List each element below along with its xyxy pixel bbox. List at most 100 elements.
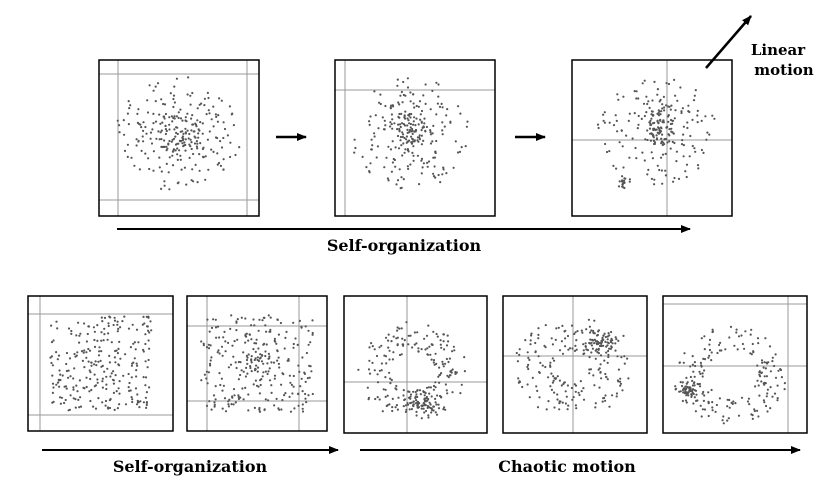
- particle-dot: [417, 350, 420, 353]
- particle-dot: [692, 370, 695, 373]
- particle-dot: [86, 332, 89, 336]
- particle-dot: [223, 397, 227, 400]
- particle-dot: [376, 145, 379, 148]
- particle-dot: [622, 334, 625, 337]
- particle-dot: [644, 138, 647, 141]
- particle-dot: [101, 386, 104, 389]
- particle-dot: [149, 137, 152, 140]
- particle-dot: [550, 337, 553, 340]
- linear-motion-arrow: [705, 15, 752, 69]
- particle-dot: [604, 340, 607, 343]
- particle-dot: [400, 144, 403, 147]
- particle-dot: [607, 353, 610, 356]
- particle-dot: [614, 336, 617, 339]
- particle-dot: [222, 384, 225, 387]
- particle-dot: [396, 84, 399, 87]
- particle-dot: [110, 341, 113, 344]
- particle-dot: [173, 85, 176, 88]
- particle-dot: [434, 397, 437, 400]
- particle-dot: [431, 89, 434, 92]
- particle-dot: [229, 327, 232, 330]
- particle-dot: [428, 345, 431, 348]
- particle-dot: [601, 336, 604, 339]
- particle-dot: [273, 374, 277, 377]
- particle-dot: [412, 102, 415, 105]
- particle-dot: [142, 315, 145, 318]
- particle-dot: [183, 144, 186, 147]
- particle-dot: [588, 372, 591, 375]
- particle-dot: [65, 351, 69, 355]
- particle-dot: [605, 351, 608, 354]
- particle-dot: [395, 404, 398, 407]
- particle-dot: [615, 395, 618, 398]
- particle-dot: [649, 139, 653, 142]
- particle-dot: [409, 116, 412, 119]
- particle-dot: [608, 150, 611, 153]
- particle-dot: [582, 349, 585, 352]
- particle-dot: [389, 107, 392, 110]
- particle-dot: [384, 336, 388, 339]
- particle-dot: [685, 394, 688, 397]
- particle-dot: [683, 352, 686, 355]
- particle-dot: [662, 95, 666, 98]
- particle-dot: [369, 162, 372, 165]
- particle-dot: [432, 361, 435, 364]
- particle-dot: [85, 351, 88, 354]
- particle-dot: [253, 342, 256, 345]
- particle-dot: [208, 130, 211, 133]
- particle-dot: [701, 392, 704, 395]
- particle-dot: [414, 128, 418, 132]
- particle-dot: [373, 369, 376, 372]
- particle-dot: [429, 386, 432, 389]
- particle-dot: [212, 105, 215, 108]
- particle-dot: [659, 119, 662, 122]
- particle-dot: [267, 352, 270, 355]
- particle-dot: [565, 395, 568, 398]
- particle-dot: [78, 406, 81, 409]
- particle-dot: [380, 362, 383, 365]
- particle-dot: [702, 399, 706, 402]
- particle-dot: [751, 414, 754, 417]
- particle-dot: [757, 415, 760, 418]
- particle-dot: [250, 338, 253, 341]
- particle-dot: [429, 129, 432, 132]
- particle-dot: [397, 147, 401, 150]
- particle-dot: [656, 112, 659, 115]
- particle-dot: [621, 389, 624, 392]
- particle-dot: [689, 365, 692, 368]
- particle-dot: [130, 156, 133, 159]
- particle-dot: [219, 383, 222, 387]
- particle-dot: [740, 396, 744, 399]
- particle-dot: [80, 350, 84, 353]
- particle-dot: [420, 159, 423, 162]
- particle-dot: [181, 119, 184, 122]
- particle-dot: [628, 178, 632, 181]
- particle-dot: [682, 361, 685, 364]
- particle-dot: [774, 376, 778, 379]
- particle-dot: [394, 406, 397, 409]
- particle-dot: [429, 131, 432, 134]
- particle-dot: [219, 140, 222, 143]
- particle-dot: [716, 351, 719, 355]
- particle-dot: [156, 82, 160, 85]
- particle-dot: [441, 133, 444, 136]
- particle-dot: [437, 83, 440, 86]
- particle-dot: [683, 388, 687, 391]
- particle-dot: [437, 375, 440, 378]
- particle-dot: [375, 354, 379, 358]
- particle-dot: [451, 391, 454, 394]
- particle-dot: [375, 156, 378, 159]
- particle-dot: [96, 378, 99, 381]
- particle-dot: [221, 407, 224, 410]
- particle-dot: [240, 316, 243, 319]
- particle-dot: [460, 146, 463, 149]
- particle-dot: [231, 344, 234, 347]
- particle-dot: [658, 168, 661, 172]
- particle-dot: [192, 152, 195, 156]
- particle-dot: [706, 131, 709, 134]
- particle-dot: [270, 391, 273, 394]
- particle-dot: [551, 357, 554, 360]
- particle-dot: [231, 112, 234, 115]
- particle-cloud: [353, 77, 469, 190]
- particle-dot: [700, 148, 704, 152]
